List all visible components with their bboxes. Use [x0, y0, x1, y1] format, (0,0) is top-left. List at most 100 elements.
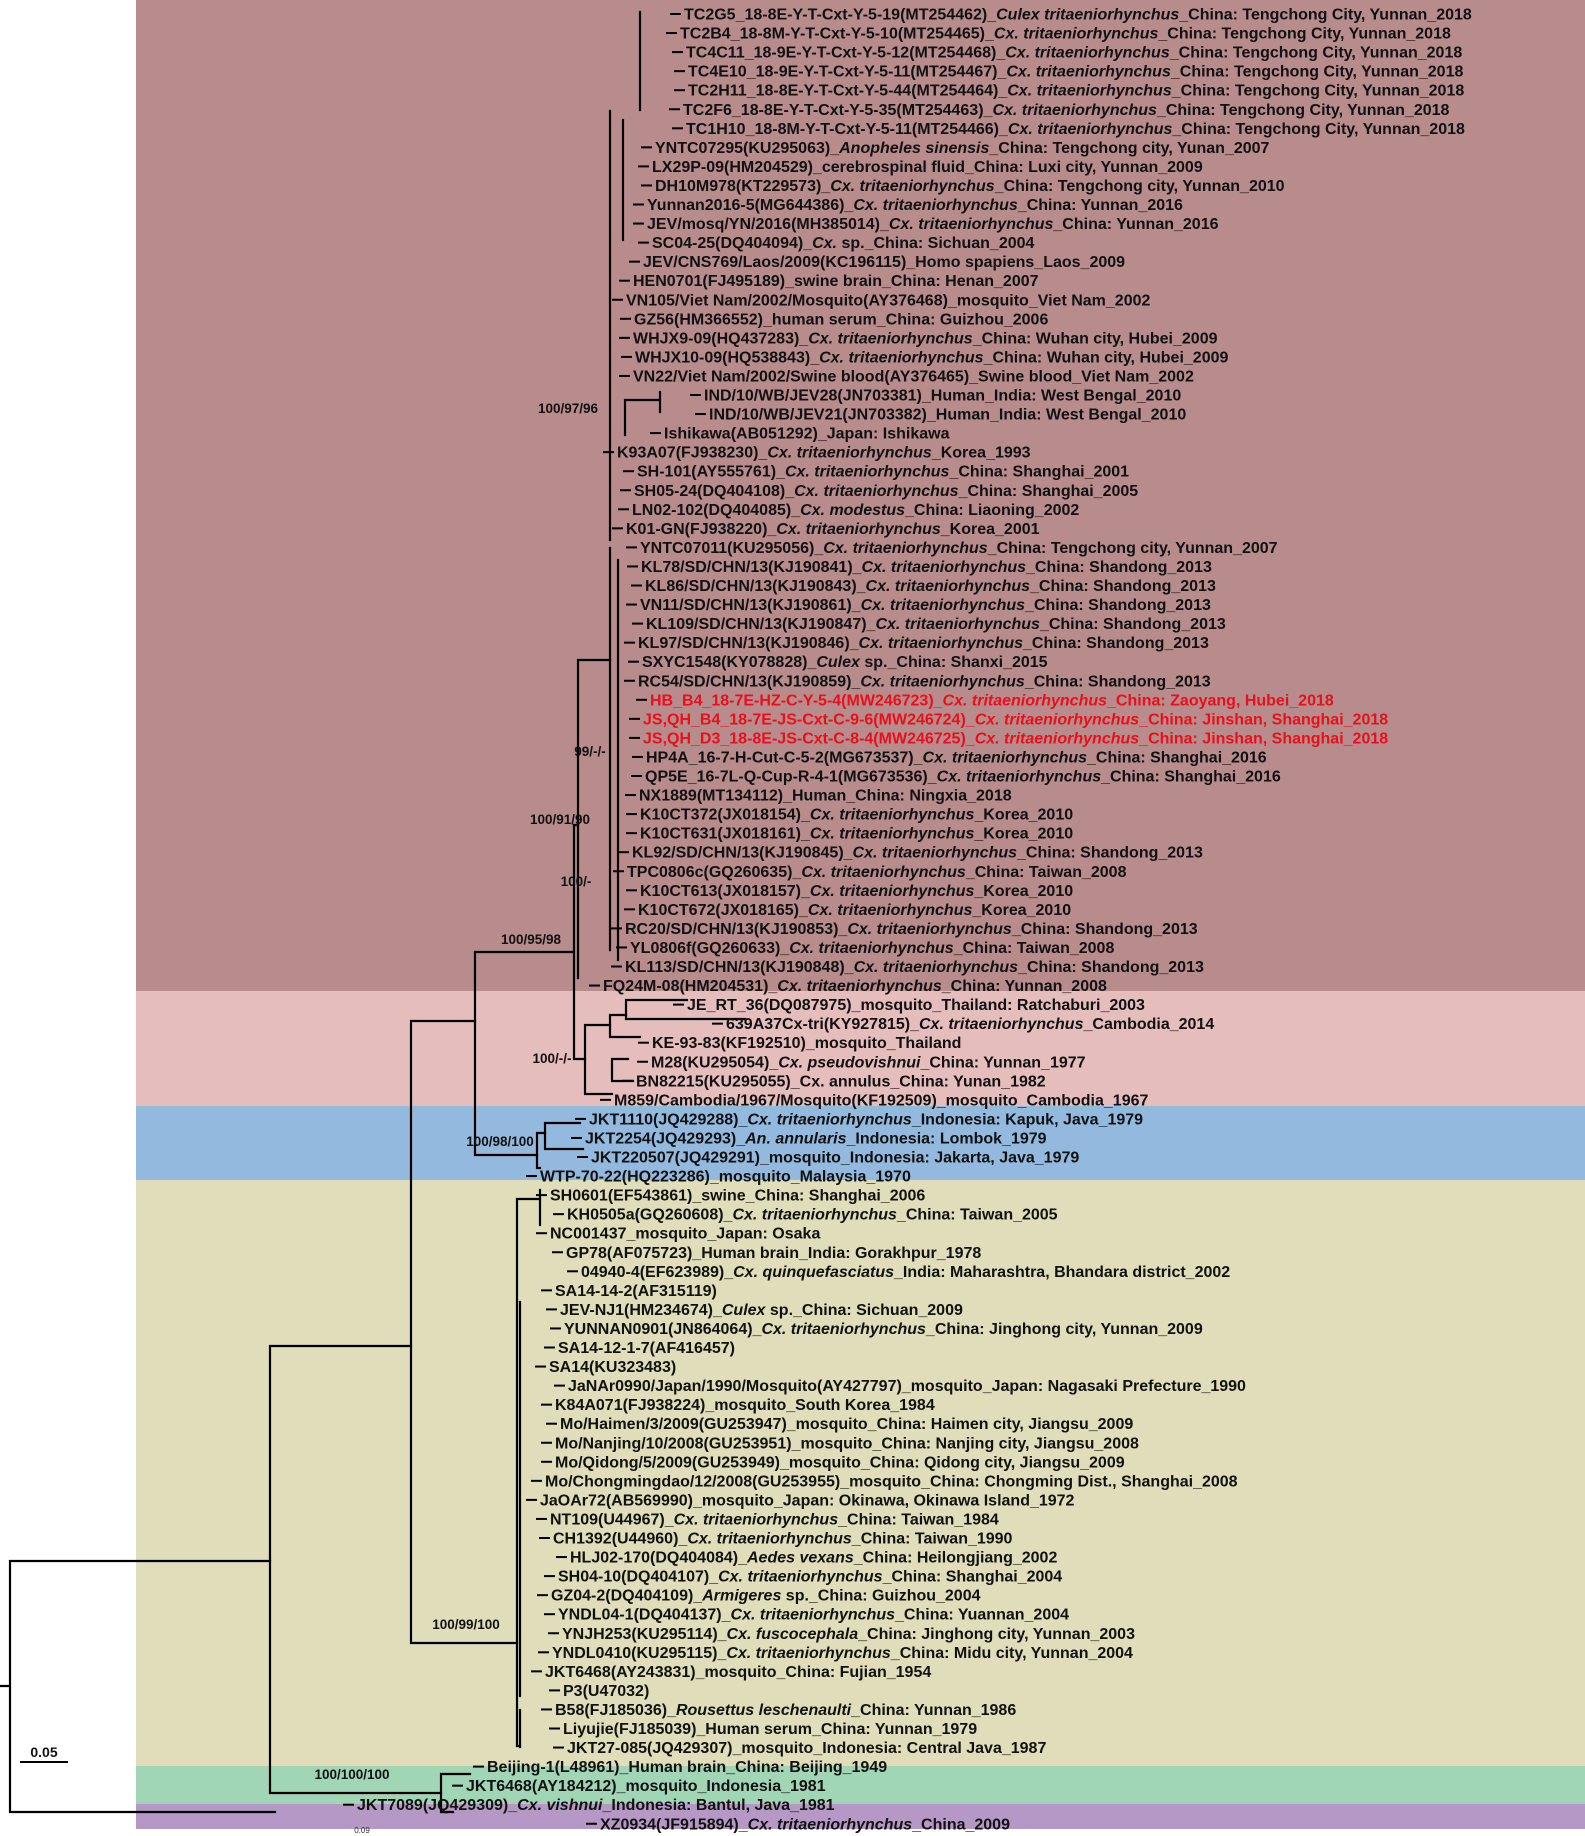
taxon-label: JEV-NJ1(HM234674)_Culex sp._China: Sichu…: [560, 1302, 963, 1319]
tree-leaves: TC2G5_18-8E-Y-T-Cxt-Y-5-19(MT254462)_Cul…: [343, 7, 1472, 1833]
taxon-label: HB_B4_18-7E-HZ-C-Y-5-4(MW246723)_Cx. tri…: [650, 692, 1334, 709]
support-values: 100/97/96 99/-/- 100/91/90 100/- 100/95/…: [314, 401, 605, 1782]
taxon-label: Beijing-1(L48961)_Human brain_China: Bei…: [487, 1759, 887, 1776]
clade-bands: [136, 0, 1585, 1829]
taxon-label: KL97/SD/CHN/13(KJ190846)_Cx. tritaeniorh…: [638, 635, 1209, 652]
taxon-label: NX1889(MT134112)_Human_China: Ningxia_20…: [639, 788, 1012, 805]
taxon-label: JKT220507(JQ429291)_mosquito_Indonesia: …: [591, 1150, 1079, 1167]
taxon-label: JEV/mosq/YN/2016(MH385014)_Cx. tritaenio…: [647, 216, 1219, 233]
taxon-label: YNTC07295(KU295063)_Anopheles sinensis_C…: [655, 140, 1270, 157]
taxon-label: SA14(KU323483): [549, 1359, 676, 1376]
taxon-label: SH04-10(DQ404107)_Cx. tritaeniorhynchus_…: [558, 1569, 1062, 1586]
support-label: 100/91/90: [530, 812, 590, 827]
taxon-label: FQ24M-08(HM204531)_Cx. tritaeniorhynchus…: [603, 978, 1107, 995]
taxon-label: TC2G5_18-8E-Y-T-Cxt-Y-5-19(MT254462)_Cul…: [684, 7, 1472, 24]
taxon-label: KL78/SD/CHN/13(KJ190841)_Cx. tritaeniorh…: [641, 559, 1212, 576]
clade-band-2: [136, 991, 1585, 1106]
taxon-label: Mo/Nanjing/10/2008(GU253951)_mosquito_Ch…: [555, 1435, 1139, 1452]
taxon-label: JKT6468(AY243831)_mosquito_China: Fujian…: [545, 1664, 931, 1681]
taxon-label: Ishikawa(AB051292)_Japan: Ishikawa: [664, 426, 950, 443]
taxon-label: GZ04-2(DQ404109)_Armigeres sp._China: Gu…: [551, 1588, 981, 1605]
taxon-label: YNDL0410(KU295115)_Cx. tritaeniorhynchus…: [552, 1645, 1133, 1662]
taxon-label: TPC0806c(GQ260635)_Cx. tritaeniorhynchus…: [627, 864, 1127, 881]
taxon-label: K93A07(FJ938230)_Cx. tritaeniorhynchus_K…: [617, 445, 1031, 462]
taxon-label: K10CT631(JX018161)_Cx. tritaeniorhynchus…: [640, 826, 1073, 843]
taxon-label: TC4E10_18-9E-Y-T-Cxt-Y-5-11(MT254467)_Cx…: [688, 64, 1463, 81]
taxon-label: P3(U47032): [563, 1683, 649, 1700]
taxon-label: TC2B4_18-8M-Y-T-Cxt-Y-5-10(MT254465)_Cx.…: [680, 26, 1451, 43]
taxon-label: NC001437_mosquito_Japan: Osaka: [550, 1226, 820, 1243]
taxon-label: SH0601(EF543861)_swine_China: Shanghai_2…: [550, 1188, 925, 1205]
taxon-label: Mo/Haimen/3/2009(GU253947)_mosquito_Chin…: [560, 1416, 1133, 1433]
taxon-label: SC04-25(DQ404094)_Cx. sp._China: Sichuan…: [652, 235, 1035, 252]
taxon-label: GZ56(HM366552)_human serum_China: Guizho…: [634, 311, 1048, 328]
taxon-label: M28(KU295054)_Cx. pseudovishnui_China: Y…: [651, 1054, 1086, 1071]
tree-branches: [0, 10, 747, 1814]
footnote-label: 0.09: [354, 1826, 370, 1835]
taxon-label: BN82215(KU295055)_Cx. annulus_China: Yun…: [636, 1073, 1046, 1090]
taxon-label: SA14-14-2(AF315119): [555, 1283, 717, 1300]
clade-band-5: [136, 1766, 1585, 1804]
taxon-label: RC54/SD/CHN/13(KJ190859)_Cx. tritaeniorh…: [638, 673, 1211, 690]
taxon-label: 639A37Cx-tri(KY927815)_Cx. tritaeniorhyn…: [726, 1016, 1214, 1033]
taxon-label: WHJX9-09(HQ437283)_Cx. tritaeniorhynchus…: [633, 330, 1218, 347]
taxon-label: M859/Cambodia/1967/Mosquito(KF192509)_mo…: [614, 1092, 1148, 1109]
clade-band-1: [136, 0, 1585, 991]
support-label: 100/98/100: [466, 1134, 534, 1149]
taxon-label: K84A071(FJ938224)_mosquito_South Korea_1…: [555, 1397, 935, 1414]
scale-bar-label: 0.05: [30, 1744, 57, 1760]
taxon-label: TC4C11_18-9E-Y-T-Cxt-Y-5-12(MT254468)_Cx…: [686, 45, 1462, 62]
taxon-label: Liyujie(FJ185039)_Human serum_China: Yun…: [563, 1721, 977, 1738]
taxon-label: JKT2254(JQ429293)_An. annularis_Indonesi…: [585, 1130, 1047, 1147]
clade-band-4: [136, 1180, 1585, 1766]
taxon-label: GP78(AF075723)_Human brain_India: Gorakh…: [566, 1245, 981, 1262]
support-label: 100/-: [561, 874, 592, 889]
support-label: 99/-/-: [574, 744, 606, 759]
taxon-label: WTP-70-22(HQ223286)_mosquito_Malaysia_19…: [540, 1169, 911, 1186]
taxon-label: DH10M978(KT229573)_Cx. tritaeniorhynchus…: [655, 178, 1285, 195]
taxon-label: K10CT613(JX018157)_Cx. tritaeniorhynchus…: [640, 883, 1073, 900]
taxon-label: QP5E_16-7L-Q-Cup-R-4-1(MG673536)_Cx. tri…: [645, 769, 1281, 786]
support-label: 100/97/96: [538, 401, 599, 416]
taxon-label: YNDL04-1(DQ404137)_Cx. tritaeniorhynchus…: [558, 1607, 1069, 1624]
taxon-label: CH1392(U44960)_Cx. tritaeniorhynchus_Chi…: [553, 1531, 1013, 1548]
taxon-label: JaOAr72(AB569990)_mosquito_Japan: Okinaw…: [540, 1492, 1075, 1509]
taxon-label: VN105/Viet Nam/2002/Mosquito(AY376468)_m…: [626, 292, 1150, 309]
taxon-label: KL92/SD/CHN/13(KJ190845)_Cx. tritaeniorh…: [632, 845, 1203, 862]
taxon-label: SH-101(AY555761)_Cx. tritaeniorhynchus_C…: [637, 464, 1129, 481]
scale-bar: 0.05: [20, 1744, 68, 1763]
taxon-label: LN02-102(DQ404085)_Cx. modestus_China: L…: [632, 502, 1079, 519]
taxon-label: B58(FJ185036)_Rousettus leschenaulti_Chi…: [555, 1702, 1016, 1719]
taxon-label: YL0806f(GQ260633)_Cx. tritaeniorhynchus_…: [630, 940, 1114, 957]
taxon-label: JEV/CNS769/Laos/2009(KC196115)_Homo spap…: [643, 254, 1125, 271]
taxon-label: NT109(U44967)_Cx. tritaeniorhynchus_Chin…: [550, 1511, 999, 1528]
taxon-label: K10CT672(JX018165)_Cx. tritaeniorhynchus…: [638, 902, 1071, 919]
taxon-label: HEN0701(FJ495189)_swine brain_China: Hen…: [633, 273, 1039, 290]
taxon-label: YNTC07011(KU295056)_Cx. tritaeniorhynchu…: [640, 540, 1278, 557]
taxon-label: JS,QH_D3_18-8E-JS-Cxt-C-8-4(MW246725)_Cx…: [643, 730, 1388, 747]
taxon-label: KH0505a(GQ260608)_Cx. tritaeniorhynchus_…: [567, 1207, 1058, 1224]
clade-band-3: [136, 1106, 1585, 1180]
taxon-label: TC2F6_18-8E-Y-T-Cxt-Y-5-35(MT254463)_Cx.…: [683, 102, 1450, 119]
taxon-label: WHJX10-09(HQ538843)_Cx. tritaeniorhynchu…: [635, 349, 1228, 366]
taxon-label: JE_RT_36(DQ087975)_mosquito_Thailand: Ra…: [687, 997, 1145, 1014]
taxon-label: HLJ02-170(DQ404084)_Aedes vexans_China: …: [570, 1550, 1057, 1567]
taxon-label: JKT6468(AY184212)_mosquito_Indonesia_198…: [466, 1778, 826, 1795]
taxon-label: KL113/SD/CHN/13(KJ190848)_Cx. tritaenior…: [625, 959, 1204, 976]
taxon-label: HP4A_16-7-H-Cut-C-5-2(MG673537)_Cx. trit…: [646, 749, 1267, 766]
taxon-label: KL109/SD/CHN/13(KJ190847)_Cx. tritaenior…: [646, 616, 1226, 633]
taxon-label: TC1H10_18-8M-Y-T-Cxt-Y-5-11(MT254466)_Cx…: [686, 121, 1465, 138]
taxon-label: TC2H11_18-8E-Y-T-Cxt-Y-5-44(MT254464)_Cx…: [688, 83, 1464, 100]
taxon-label: K01-GN(FJ938220)_Cx. tritaeniorhynchus_K…: [626, 521, 1040, 538]
taxon-label: SH05-24(DQ404108)_Cx. tritaeniorhynchus_…: [634, 483, 1138, 500]
support-label: 100/-/-: [532, 1051, 571, 1066]
taxon-label: 04940-4(EF623989)_Cx. quinquefasciatus_I…: [581, 1264, 1230, 1281]
taxon-label: JKT7089(JQ429309)_Cx. vishnui_Indonesia:…: [357, 1797, 835, 1814]
clade-band-6: [136, 1804, 1585, 1829]
taxon-label: YNJH253(KU295114)_Cx. fuscocephala_China…: [562, 1626, 1135, 1643]
support-label: 100/95/98: [501, 932, 562, 947]
taxon-label: JKT27-085(JQ429307)_mosquito_Indonesia: …: [567, 1740, 1046, 1757]
taxon-label: JaNAr0990/Japan/1990/Mosquito(AY427797)_…: [568, 1378, 1246, 1395]
